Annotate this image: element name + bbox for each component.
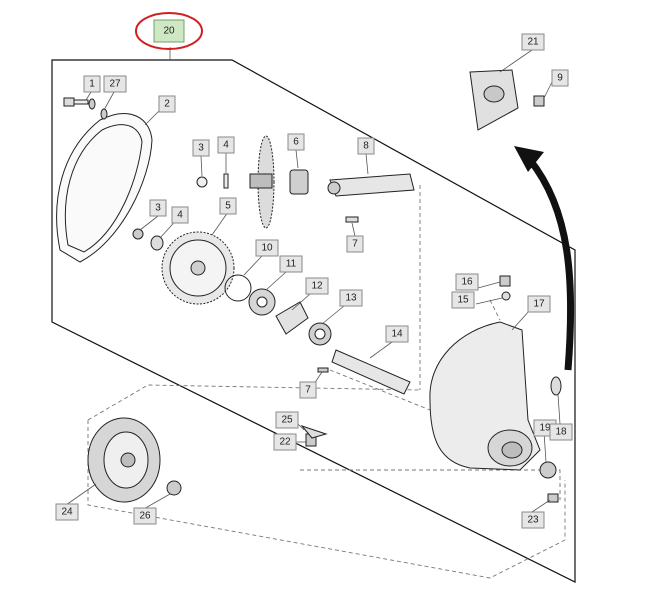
callout-12: 12 bbox=[305, 277, 329, 295]
callout-4-upper: 4 bbox=[217, 136, 235, 154]
callout-27: 27 bbox=[103, 75, 127, 93]
svg-text:8: 8 bbox=[363, 141, 369, 152]
callout-7-upper: 7 bbox=[346, 235, 364, 253]
svg-text:4: 4 bbox=[177, 210, 183, 221]
svg-text:9: 9 bbox=[557, 73, 563, 84]
needle-bearing-part bbox=[308, 322, 332, 346]
svg-text:12: 12 bbox=[311, 281, 323, 292]
ball-bearing-part bbox=[248, 288, 276, 316]
svg-text:7: 7 bbox=[352, 239, 358, 250]
svg-text:13: 13 bbox=[345, 293, 357, 304]
callout-1: 1 bbox=[83, 75, 101, 93]
svg-text:5: 5 bbox=[225, 201, 231, 212]
direction-arrow bbox=[514, 146, 575, 371]
output-shaft-part bbox=[317, 349, 411, 395]
svg-text:4: 4 bbox=[223, 140, 229, 151]
screw-part bbox=[300, 424, 328, 447]
svg-text:20: 20 bbox=[163, 26, 175, 37]
callout-26: 26 bbox=[133, 507, 157, 525]
key-part bbox=[345, 216, 359, 223]
callout-10: 10 bbox=[255, 239, 279, 257]
callout-18: 18 bbox=[549, 423, 573, 441]
callout-22: 22 bbox=[273, 433, 297, 451]
spacer-part bbox=[275, 301, 309, 335]
gearbox-housing-part bbox=[429, 321, 541, 471]
svg-text:25: 25 bbox=[281, 415, 293, 426]
svg-text:1: 1 bbox=[89, 79, 95, 90]
callout-17: 17 bbox=[527, 295, 551, 313]
assembly-highlight-ring bbox=[135, 12, 203, 50]
upper-gear-part bbox=[249, 135, 275, 229]
svg-text:6: 6 bbox=[293, 137, 299, 148]
callout-3-upper: 3 bbox=[192, 139, 210, 157]
callout-9: 9 bbox=[551, 69, 569, 87]
svg-text:14: 14 bbox=[391, 329, 403, 340]
small-washers bbox=[132, 173, 229, 251]
shaft-part bbox=[327, 173, 415, 197]
svg-text:17: 17 bbox=[533, 299, 545, 310]
pulley-nut-part bbox=[166, 480, 182, 496]
svg-text:21: 21 bbox=[527, 37, 539, 48]
svg-text:26: 26 bbox=[139, 511, 151, 522]
svg-text:18: 18 bbox=[555, 427, 567, 438]
svg-text:3: 3 bbox=[198, 143, 204, 154]
callout-11: 11 bbox=[279, 255, 303, 273]
housing-hardware bbox=[499, 275, 562, 503]
svg-text:27: 27 bbox=[109, 79, 121, 90]
callout-2: 2 bbox=[158, 95, 176, 113]
svg-text:22: 22 bbox=[279, 437, 291, 448]
svg-text:3: 3 bbox=[155, 203, 161, 214]
callout-4-lower: 4 bbox=[171, 206, 189, 224]
svg-text:15: 15 bbox=[457, 295, 469, 306]
large-gear-part bbox=[161, 231, 235, 305]
leader-lines bbox=[65, 47, 561, 513]
callout-assembly-20: 20 bbox=[153, 19, 185, 43]
callout-25: 25 bbox=[275, 411, 299, 429]
svg-text:16: 16 bbox=[461, 277, 473, 288]
callout-6: 6 bbox=[287, 133, 305, 151]
callout-24: 24 bbox=[55, 503, 79, 521]
pulley-part bbox=[87, 417, 161, 503]
svg-text:2: 2 bbox=[164, 99, 170, 110]
dashed-guide-lines bbox=[87, 185, 566, 579]
svg-text:24: 24 bbox=[61, 507, 73, 518]
callout-3-lower: 3 bbox=[149, 199, 167, 217]
callout-21: 21 bbox=[521, 33, 545, 51]
callout-15: 15 bbox=[451, 291, 475, 309]
callout-8: 8 bbox=[357, 137, 375, 155]
svg-text:23: 23 bbox=[527, 515, 539, 526]
bearing-part bbox=[289, 169, 309, 195]
callout-13: 13 bbox=[339, 289, 363, 307]
bolt-part bbox=[63, 97, 108, 120]
assembly-frame bbox=[51, 59, 576, 583]
callout-5: 5 bbox=[219, 197, 237, 215]
svg-text:10: 10 bbox=[261, 243, 273, 254]
gasket-cover-part bbox=[56, 113, 153, 263]
svg-text:11: 11 bbox=[286, 259, 297, 270]
callout-7-lower: 7 bbox=[299, 381, 317, 399]
cover-plate-part bbox=[469, 69, 545, 131]
callout-14: 14 bbox=[385, 325, 409, 343]
svg-text:19: 19 bbox=[539, 423, 551, 434]
svg-text:7: 7 bbox=[305, 385, 311, 396]
callout-16: 16 bbox=[455, 273, 479, 291]
snap-ring-part bbox=[224, 274, 252, 302]
callout-23: 23 bbox=[521, 511, 545, 529]
